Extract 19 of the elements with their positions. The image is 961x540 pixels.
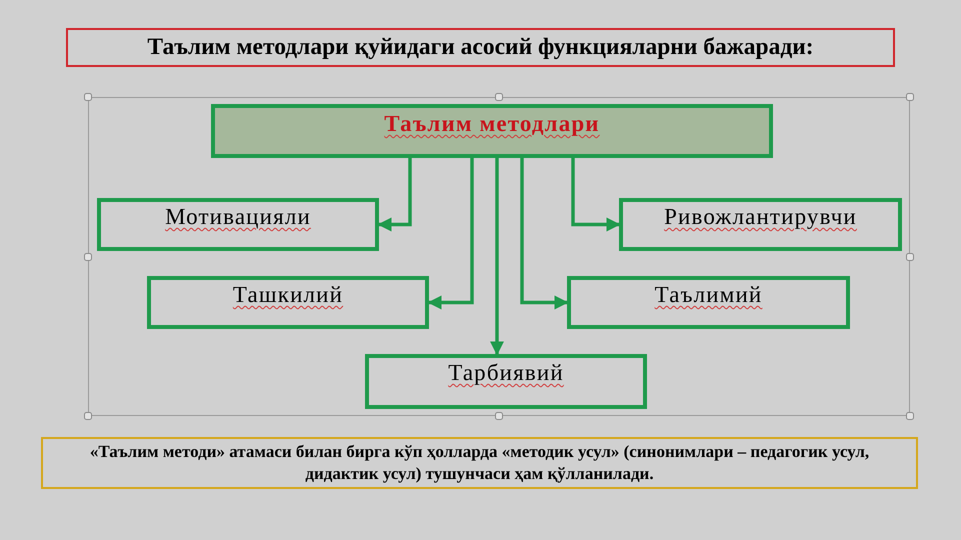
arrow xyxy=(428,158,474,310)
arrow xyxy=(571,158,620,232)
box-label: Мотивацияли xyxy=(165,204,311,230)
function-box xyxy=(619,198,902,251)
caption-box: «Таълим методи» атамаси билан бирга кўп ҳолларда «методик усул» (синонимлари – педагогик усул, дидактик усул) тушунчаси ҳам қўлланилади. xyxy=(41,437,918,489)
title-banner: Таълим методлари қуйидаги асосий функцияларни бажаради: xyxy=(66,28,895,67)
function-box xyxy=(365,354,647,409)
arrow xyxy=(520,158,568,310)
box-label: Тарбиявий xyxy=(448,360,564,386)
function-box xyxy=(147,276,429,329)
arrow xyxy=(490,158,504,356)
function-box xyxy=(567,276,850,329)
box-label: Таълимий xyxy=(654,282,762,308)
heading-box xyxy=(211,104,773,158)
arrow xyxy=(378,158,412,232)
box-label: Ташкилий xyxy=(232,282,344,308)
box-label: Таълим методлари xyxy=(384,111,600,137)
function-box xyxy=(97,198,379,251)
box-label: Ривожлантирувчи xyxy=(664,204,857,230)
